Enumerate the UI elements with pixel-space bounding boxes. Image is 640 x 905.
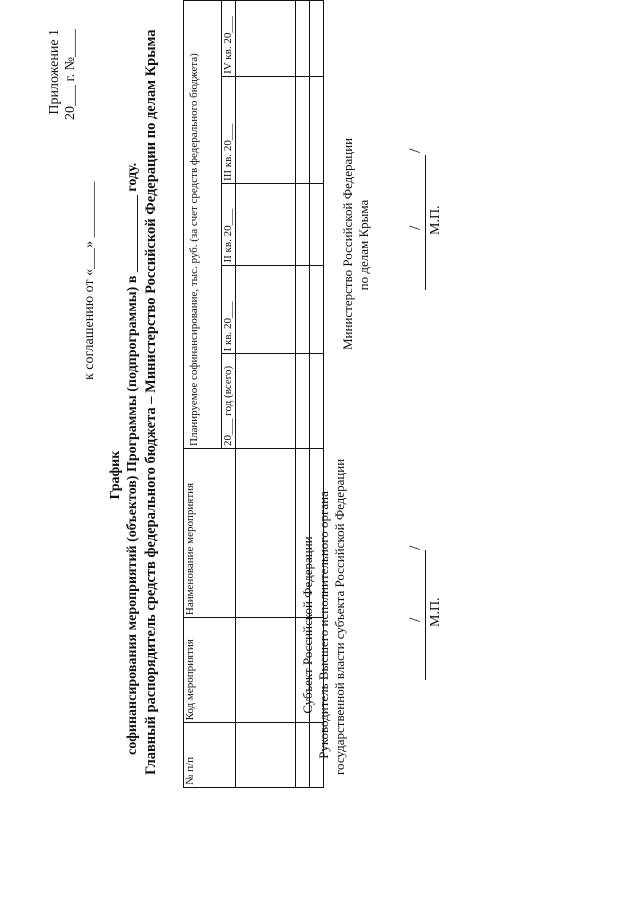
table-cell (295, 76, 310, 184)
header-year: 20___ год (всего) (221, 353, 236, 449)
header-q4: IV кв. 20___ (221, 0, 236, 77)
table-cell (295, 0, 310, 77)
table-row (235, 0, 296, 788)
annex-title: Приложение 1 (47, 28, 62, 115)
left-stamp-label: М.П. (428, 597, 443, 627)
header-q2: II кв. 20___ (221, 183, 236, 266)
table-cell (235, 76, 296, 184)
table-cell (309, 76, 324, 184)
left-sign-line3: государственной власти субъекта Российск… (332, 458, 347, 775)
header-q3: III кв. 20___ (221, 76, 236, 184)
document-title: График (108, 450, 123, 500)
table-cell (235, 353, 296, 449)
right-signature-slash: / (407, 225, 424, 230)
right-sign-line2: по делам Крыма (356, 199, 371, 291)
table-cell (235, 183, 296, 266)
agreement-reference: к соглашению от «___» ________ (82, 181, 97, 380)
table-cell (295, 353, 310, 449)
table-cell (309, 183, 324, 266)
left-signature-slash-end: / (407, 545, 424, 550)
table-cell (235, 617, 296, 723)
right-signature-line (425, 155, 426, 290)
right-signatory: Министерство Российской Федерации по дел… (340, 137, 372, 350)
budget-manager-line: Главный распорядитель средств федерально… (143, 29, 159, 775)
header-num: № п/п (183, 722, 236, 788)
table-cell (295, 265, 310, 354)
annex-header: Приложение 1 20___ г. №____ (47, 29, 79, 120)
header-funding: Планируемое софинансирование, тыс. руб. … (183, 0, 222, 449)
table-cell (235, 265, 296, 354)
table-cell (235, 448, 296, 618)
left-signature-line (425, 550, 426, 680)
annex-date: 20___ г. №____ (63, 28, 78, 120)
left-sign-line2: Руководитель Высшего исполнительного орг… (316, 491, 331, 759)
header-code: Код мероприятия (183, 617, 236, 723)
right-signature-slash-end: / (407, 148, 424, 153)
left-signature-slash: / (407, 617, 424, 622)
right-stamp-label: М.П. (428, 205, 443, 235)
header-name: Наименование мероприятия (183, 448, 236, 618)
table-cell (235, 722, 296, 788)
table-cell (309, 0, 324, 77)
table-cell (309, 265, 324, 354)
left-sign-line1: Субъект Российской Федерации (300, 536, 315, 714)
table-cell (309, 353, 324, 449)
right-sign-line1: Министерство Российской Федерации (340, 137, 355, 350)
table-header-row: № п/п Код мероприятия Наименование мероп… (183, 0, 236, 788)
header-q1: I кв. 20___ (221, 265, 236, 354)
left-signatory: Субъект Российской Федерации Руководител… (300, 458, 348, 775)
table-cell (235, 0, 296, 77)
document-subtitle: софинансирования мероприятий (объектов) … (125, 162, 140, 755)
table-cell (295, 183, 310, 266)
